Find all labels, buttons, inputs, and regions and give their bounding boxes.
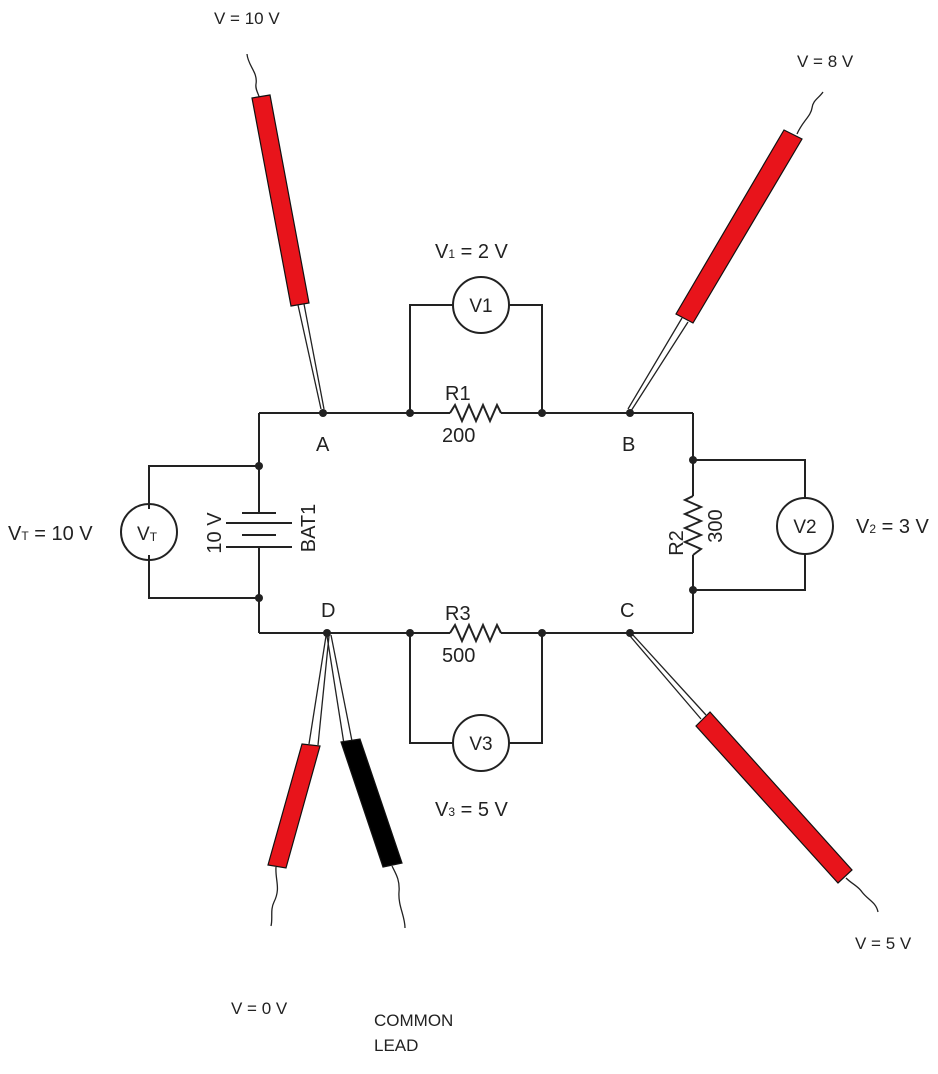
reading-v1-sub: 1 <box>448 247 455 261</box>
svg-text:VT = 10 V: VT = 10 V <box>8 523 93 545</box>
reading-v3-prefix: V <box>435 799 449 821</box>
node-label-d: D <box>321 600 335 622</box>
resistor-r1-name: R1 <box>445 383 471 405</box>
probe-a: V = 10 V <box>214 9 325 410</box>
reading-v2-prefix: V <box>856 516 870 538</box>
resistor-r2: R2 300 <box>666 495 727 556</box>
resistor-r2-value: 300 <box>705 509 727 542</box>
svg-text:V1 = 2 V: V1 = 2 V <box>435 241 509 263</box>
svg-text:V2 = 3 V: V2 = 3 V <box>856 516 930 538</box>
probe-a-handle <box>251 94 310 307</box>
reading-v1-prefix: V <box>435 241 449 263</box>
resistor-r3-value: 500 <box>442 645 475 667</box>
reading-vt-prefix: V <box>8 523 22 545</box>
voltmeter-vt-label: V <box>137 524 150 545</box>
voltmeter-v2: V2 <box>693 459 834 591</box>
node-label-c: C <box>620 600 634 622</box>
resistor-r3: R3 500 <box>442 603 502 667</box>
reading-v3-sub: 3 <box>448 805 455 819</box>
reading-vt-sub: T <box>21 529 29 543</box>
probe-c-handle <box>695 711 853 884</box>
probe-b: V = 8 V <box>627 52 854 412</box>
battery-name: BAT1 <box>298 504 320 553</box>
resistor-r1-value: 200 <box>442 425 475 447</box>
voltmeter-v2-label: V2 <box>793 517 816 538</box>
probe-d: V = 0 V <box>231 635 330 1018</box>
reading-v2-suffix: = 3 V <box>876 516 929 538</box>
voltmeter-v1-label: V1 <box>469 296 492 317</box>
node-label-b: B <box>622 434 635 456</box>
probe-a-reading: V = 10 V <box>214 9 280 28</box>
common-lead: COMMON LEAD <box>326 634 453 1055</box>
probe-d-handle <box>267 743 321 869</box>
probe-b-reading: V = 8 V <box>797 52 854 71</box>
reading-v1-suffix: = 2 V <box>455 241 508 263</box>
battery: 10 V BAT1 <box>204 504 320 554</box>
node-label-a: A <box>316 434 330 456</box>
reading-vt-suffix: = 10 V <box>29 523 94 545</box>
reading-v2-sub: 2 <box>869 522 876 536</box>
svg-text:VT: VT <box>137 524 158 545</box>
resistor-r2-name: R2 <box>666 530 688 556</box>
resistor-r3-name: R3 <box>445 603 471 625</box>
junction-dots <box>255 409 697 637</box>
common-lead-label-line1: COMMON <box>374 1011 453 1030</box>
probe-b-handle <box>675 129 803 324</box>
battery-value: 10 V <box>204 512 226 554</box>
voltmeter-v3-label: V3 <box>469 734 492 755</box>
common-lead-handle <box>340 738 403 868</box>
probe-c-reading: V = 5 V <box>855 934 912 953</box>
voltmeter-vt-label-sub: T <box>150 530 158 544</box>
probe-d-reading: V = 0 V <box>231 999 288 1018</box>
resistor-r1: R1 200 <box>442 383 502 447</box>
svg-text:V3 = 5 V: V3 = 5 V <box>435 799 509 821</box>
probe-c: V = 5 V <box>629 634 912 953</box>
common-lead-label-line2: LEAD <box>374 1036 418 1055</box>
voltmeter-v3: V3 <box>409 633 543 772</box>
reading-v3-suffix: = 5 V <box>455 799 508 821</box>
voltmeter-vt: VT <box>120 465 259 599</box>
voltmeter-v1: V1 <box>409 276 543 413</box>
